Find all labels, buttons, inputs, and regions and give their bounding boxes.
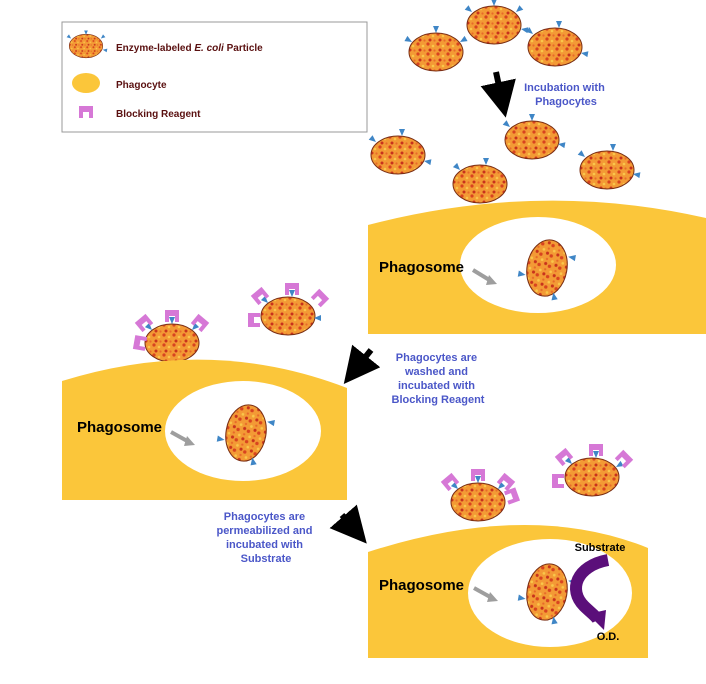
phagocyte-stage-1: Phagosome [368, 200, 706, 334]
legend-label-phagocyte: Phagocyte [116, 80, 167, 91]
step2-text: Phagocytes are washed and incubated with… [392, 352, 485, 406]
blocked-particles-stage-2 [132, 283, 330, 363]
e-coli-particle [368, 129, 432, 175]
blocked-e-coli-particle [248, 283, 330, 336]
phagocyte-icon [72, 73, 100, 93]
step1-text: Incubation with Phagocytes [524, 82, 608, 108]
particles-on-cell [368, 114, 641, 204]
blocked-e-coli-particle [132, 310, 210, 363]
blocked-e-coli-particle [552, 444, 634, 497]
free-particles-top [404, 0, 589, 72]
step3-text: Phagocytes are permeabilized and incubat… [216, 511, 315, 565]
substrate-label: Substrate [575, 542, 626, 554]
e-coli-particle [502, 114, 566, 160]
blocked-particles-stage-3 [440, 444, 634, 522]
e-coli-particle [452, 158, 508, 204]
legend: Enzyme-labeled E. coli Particle Phagocyt… [61, 21, 368, 133]
step-arrow-3 [329, 504, 367, 544]
phagosome-label: Phagosome [77, 419, 162, 436]
e-coli-particle [577, 144, 641, 190]
substrate-conversion-arrow-head [588, 610, 606, 630]
phagocyte-stage-3: Phagosome Substrate O.D. [368, 524, 648, 658]
phagosome-pointer-head [487, 592, 498, 602]
step-arrow-2 [343, 344, 381, 385]
phagosome-label: Phagosome [379, 259, 464, 276]
phagosome-label: Phagosome [379, 577, 464, 594]
legend-label-particle: Enzyme-labeled E. coli Particle [116, 43, 263, 54]
phagosome-pointer-head [184, 436, 195, 446]
blocked-e-coli-particle [440, 469, 521, 522]
step-arrow-1 [480, 71, 516, 118]
legend-label-blocking-reagent: Blocking Reagent [116, 109, 201, 120]
e-coli-particle [404, 26, 468, 72]
e-coli-particle [464, 0, 529, 45]
od-label: O.D. [597, 631, 620, 643]
phagocyte-stage-2: Phagosome [62, 359, 347, 500]
phagosome-pointer-head [486, 275, 497, 285]
e-coli-particle [525, 21, 589, 67]
legend-box [61, 21, 368, 133]
